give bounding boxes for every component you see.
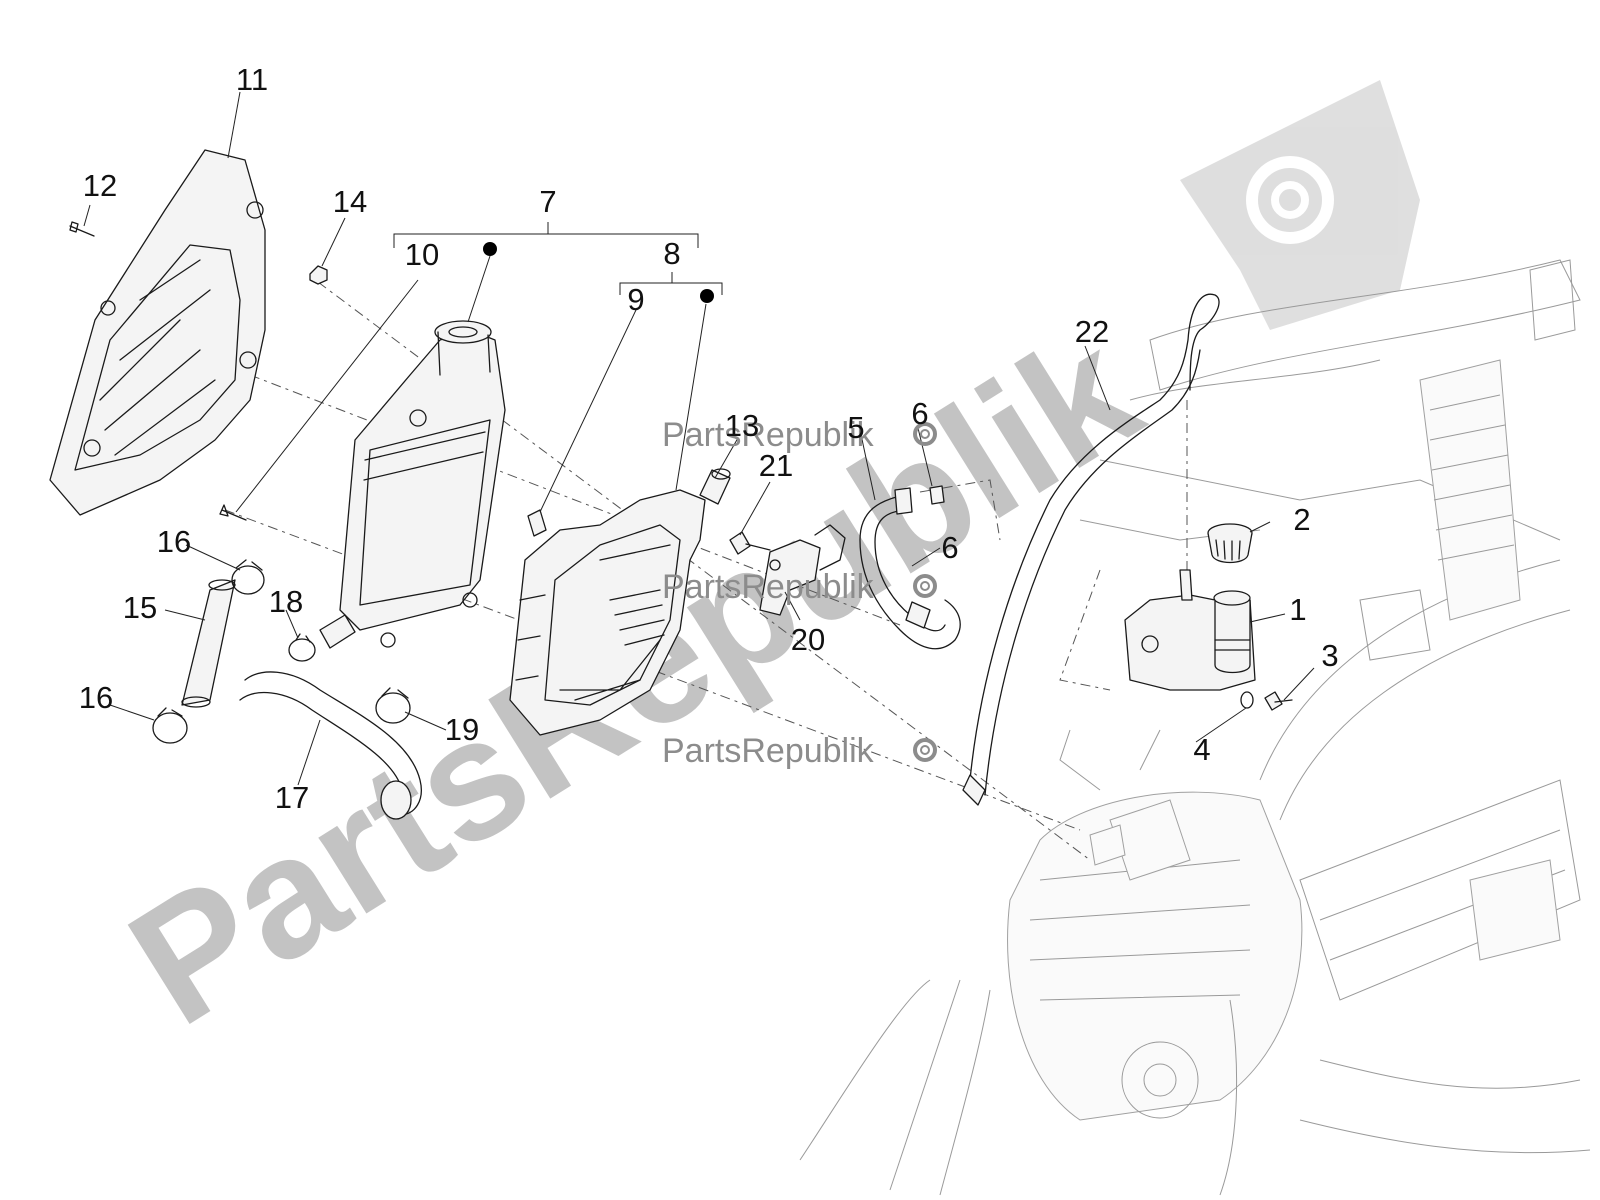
callout-9: 9 [627,282,644,317]
hose-17 [239,671,422,820]
watermark-small-text-3: PartsRepublik [662,732,875,770]
callout-14: 14 [333,184,367,219]
callout-1: 1 [1289,592,1306,627]
clamp-6 [929,485,945,505]
gear-icon [913,738,937,762]
expansion-tank [1124,569,1256,691]
hose-15 [181,579,236,708]
callout-6a: 6 [911,396,928,431]
callout-3: 3 [1321,638,1338,673]
fan-shroud [509,489,706,736]
callout-16b: 16 [79,680,113,715]
tank-cap [1207,523,1253,564]
washer-4 [1240,691,1254,709]
callout-10: 10 [405,237,439,272]
clamp-19 [375,687,411,724]
leader-lines [83,91,1315,786]
gear-icon [913,574,937,598]
callout-13: 13 [725,408,759,443]
watermark-small-2: PartsRepublik [662,568,937,606]
nut-14 [309,265,328,285]
screw-3 [1264,691,1293,711]
callout-5: 5 [847,410,864,445]
callout-17: 17 [275,780,309,815]
callout-12: 12 [83,168,117,203]
gear-icon [913,422,937,446]
gear-logo-icon [1180,80,1420,330]
watermark-small-text-2: PartsRepublik [662,568,875,606]
assembly-dot-radiator [483,242,497,256]
watermark-small-1: PartsRepublik [662,416,937,454]
clamp-18 [288,633,316,662]
watermark-small-3: PartsRepublik [662,732,937,770]
callout-4: 4 [1193,732,1210,767]
radiator-cover [49,149,266,516]
callout-6b: 6 [941,530,958,565]
bracket-20 [759,524,846,616]
callout-22: 22 [1075,314,1109,349]
callout-18: 18 [269,584,303,619]
group-bracket-7 [393,222,699,248]
callout-19: 19 [445,712,479,747]
tube-22 [962,293,1220,806]
bolt-12 [69,221,95,237]
hose-5 [859,487,961,650]
callout-labels: 1 2 3 4 5 6 6 7 8 9 10 11 12 13 14 15 16… [79,62,1339,815]
screw-10 [219,504,247,521]
clamp-16-lower [152,707,188,744]
callout-11: 11 [236,62,268,97]
radiator [319,320,506,649]
callout-20: 20 [791,622,825,657]
spacer-13 [699,468,731,505]
callout-21: 21 [759,448,793,483]
callout-7: 7 [539,184,556,219]
callout-8: 8 [663,236,680,271]
callout-2: 2 [1293,502,1310,537]
watermark-small-text-1: PartsRepublik [662,416,875,454]
clip-9 [527,509,547,537]
bolt-21 [729,531,771,555]
group-bracket-8 [619,272,723,295]
scooter-frame [799,259,1591,1196]
assembly-dot-shroud [700,289,714,303]
clamp-16-upper [231,559,265,595]
callout-15: 15 [123,590,157,625]
callout-16a: 16 [157,524,191,559]
